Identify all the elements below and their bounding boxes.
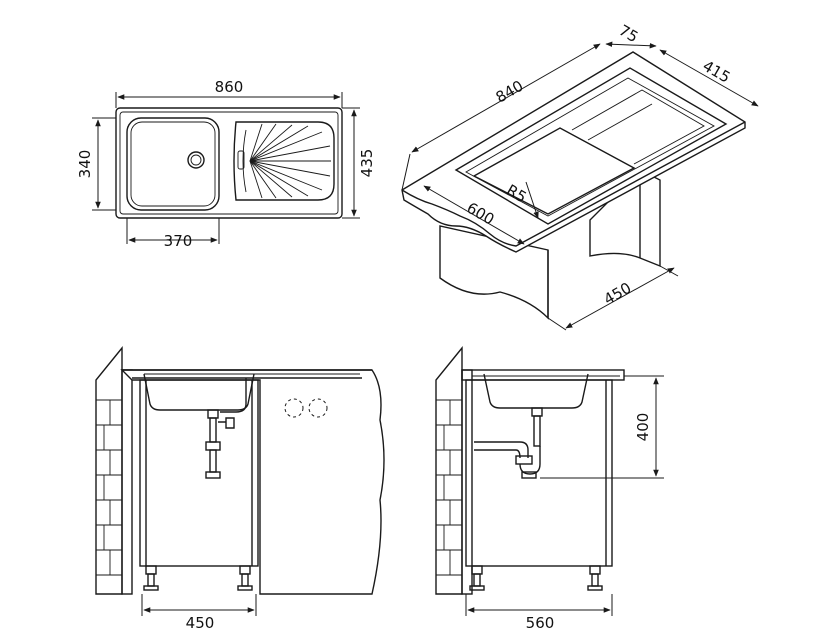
cabinet-right-panel [589,169,661,268]
countertop [401,51,746,253]
top-view: 860 435 340 370 [76,78,376,250]
supply-connection-icon [284,398,304,418]
front-cabinet [139,379,259,567]
drain-icon [187,151,205,169]
drainer-board [233,121,335,201]
overflow-icon [237,150,245,170]
dim-75: 75 [616,21,642,46]
dim-560: 560 [526,614,555,632]
dim-435: 435 [358,149,376,178]
sink-outline [115,107,343,219]
wall-brick-left [95,346,123,595]
front-view: 450 [95,346,385,632]
side-siphon [474,407,543,479]
dim-400: 400 [634,413,652,442]
front-legs [143,565,253,591]
side-cabinet [465,379,613,567]
side-sink-bowl [483,373,589,409]
isometric-view: 840 75 415 600 R5 450 [401,21,759,331]
dim-860: 860 [215,78,244,96]
side-view: 560 400 [435,346,664,632]
dim-370: 370 [164,232,193,250]
side-legs [469,565,603,591]
dim-450-iso: 450 [601,279,635,309]
dim-340: 340 [76,150,94,179]
side-countertop [461,369,625,381]
sink-bowl [126,117,220,211]
front-sink-bowl [143,373,255,411]
drainer-grooves [242,123,331,199]
front-siphon [205,378,247,479]
front-countertop [120,369,385,595]
supply-connection-icon [308,398,328,418]
dim-840: 840 [493,77,527,107]
wall-brick-right [435,346,463,595]
dim-450-front: 450 [186,614,215,632]
